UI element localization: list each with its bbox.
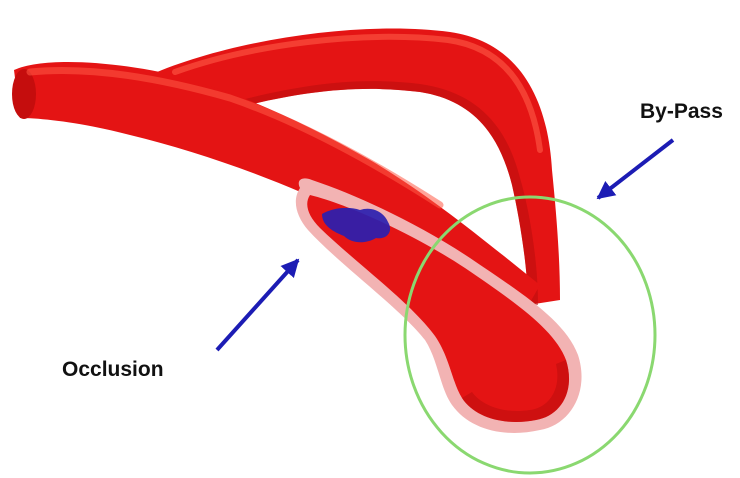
occlusion-label: Occlusion	[62, 358, 164, 381]
occlusion-arrow	[217, 260, 298, 350]
bypass-label: By-Pass	[640, 100, 723, 123]
artery-inlet-end	[12, 69, 36, 119]
bypass-arrow	[598, 140, 673, 198]
